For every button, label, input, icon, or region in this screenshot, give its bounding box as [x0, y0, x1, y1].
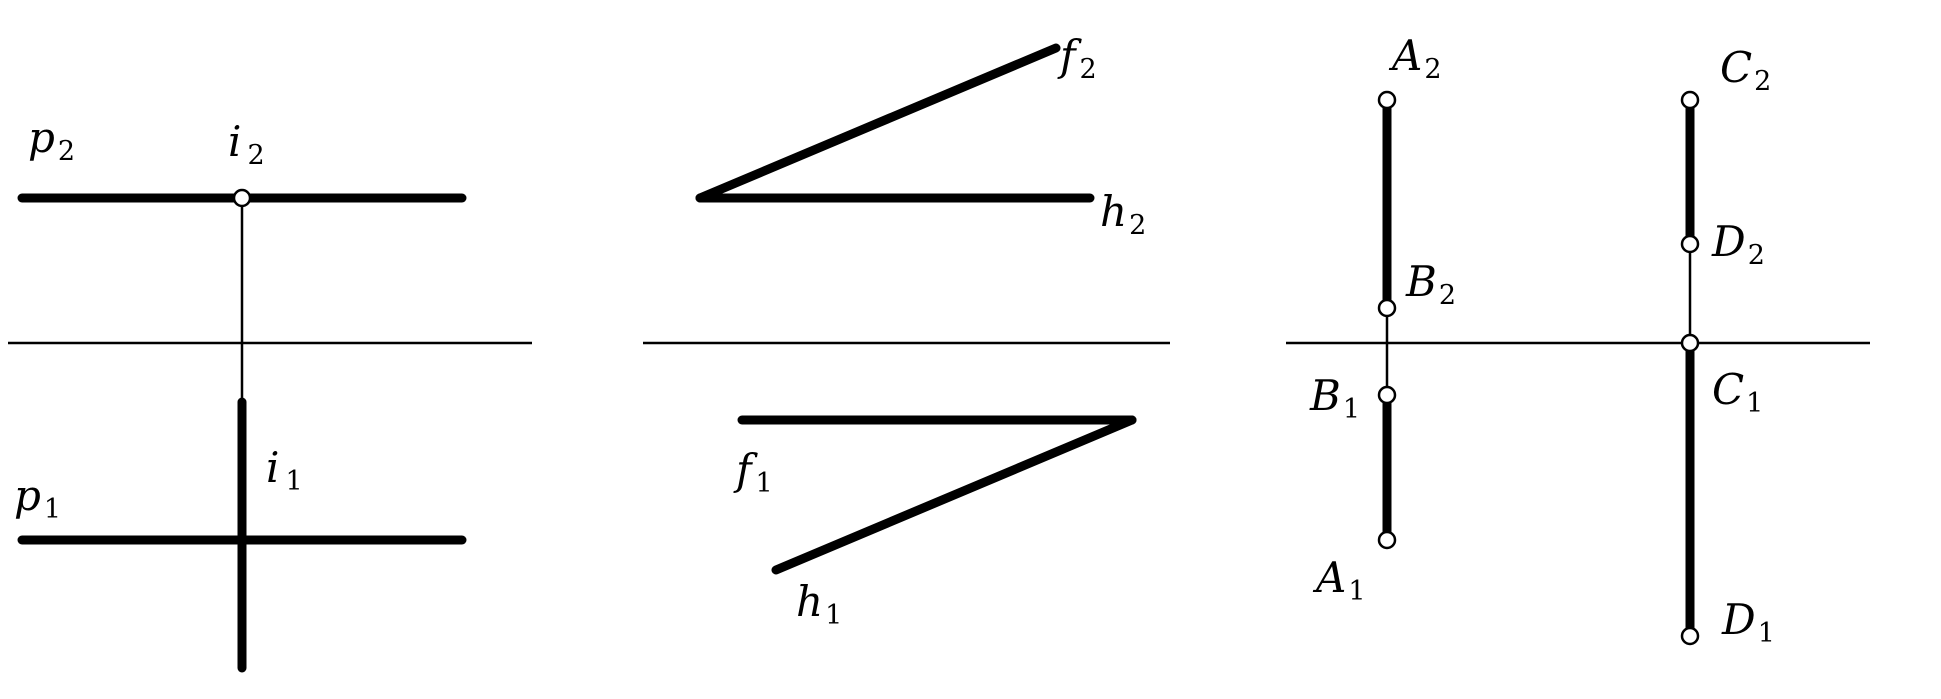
label-B2: B2 [1405, 257, 1456, 311]
label-C2: C2 [1720, 43, 1771, 97]
point-B1 [1377, 385, 1397, 405]
point-A2 [1377, 90, 1397, 110]
label-D2: D2 [1711, 217, 1765, 271]
panel-right: A2 B2 B1 A1 C2 D2 C1 D1 [1286, 31, 1870, 649]
label-h2: h2 [1100, 187, 1146, 241]
point-B2 [1377, 298, 1397, 318]
label-h1: h1 [796, 577, 842, 631]
point-D1 [1680, 626, 1700, 646]
label-C1: C1 [1712, 365, 1763, 419]
label-B1: B1 [1309, 371, 1360, 425]
point-A1 [1377, 530, 1397, 550]
line-f2 [695, 43, 1061, 203]
line-h1 [771, 415, 1137, 575]
point-C1 [1680, 333, 1700, 353]
point-i2 [232, 188, 252, 208]
label-A2: A2 [1388, 31, 1442, 85]
point-D2 [1680, 234, 1700, 254]
label-A1: A1 [1312, 553, 1366, 607]
point-C2 [1680, 90, 1700, 110]
label-D1: D1 [1721, 595, 1775, 649]
